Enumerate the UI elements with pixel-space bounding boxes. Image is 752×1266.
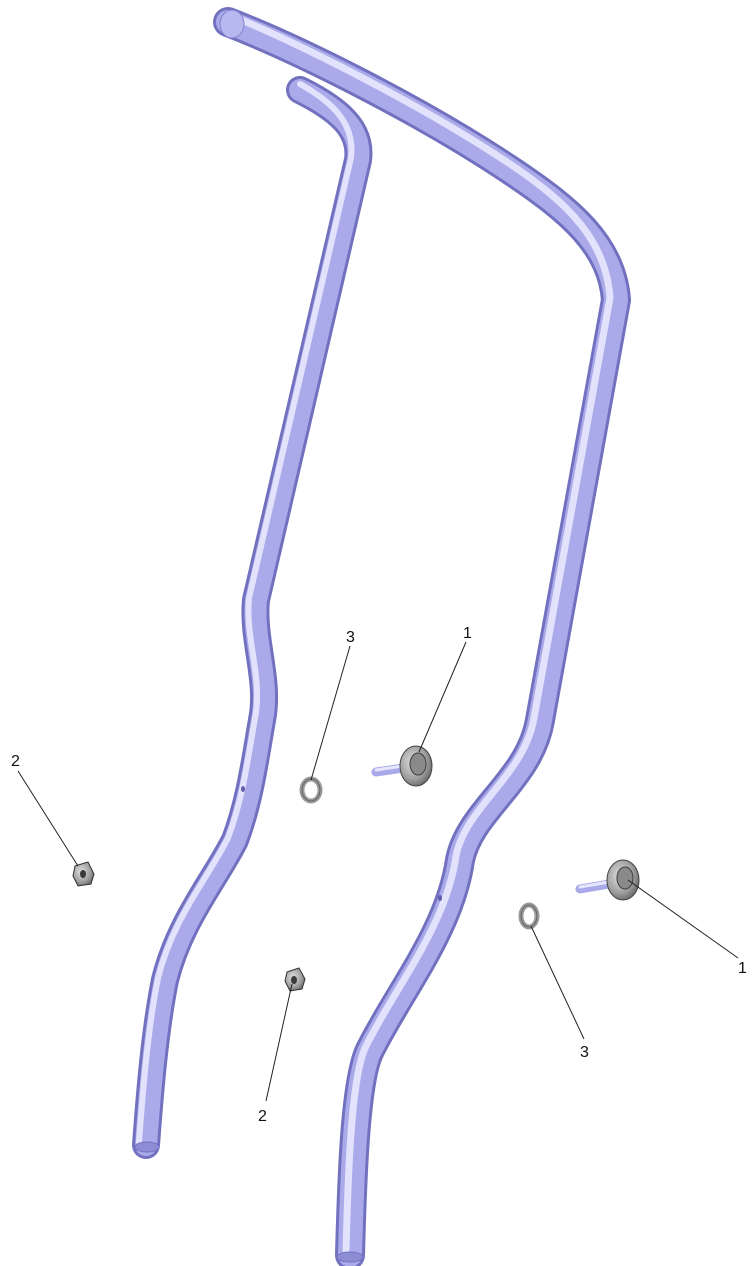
bolt-part-1b — [575, 859, 640, 901]
callout-2a: 2 — [11, 753, 20, 770]
right-tube-end — [336, 1251, 364, 1263]
callout-2b: 2 — [258, 1108, 267, 1125]
washer-part-3a — [299, 776, 323, 804]
right-tube-hole — [438, 895, 442, 901]
callout-1a: 1 — [463, 625, 472, 642]
leader-1a — [418, 641, 467, 753]
left-tube-end — [134, 1141, 160, 1153]
left-tube-hole — [241, 786, 245, 792]
leader-1b — [627, 879, 739, 959]
right-tube-highlight — [228, 12, 614, 1254]
leader-2a — [17, 770, 79, 867]
right-tube-body — [216, 10, 628, 1266]
callout-3b: 3 — [580, 1044, 589, 1061]
leader-3a — [310, 645, 351, 781]
nut-part-2b — [284, 967, 306, 992]
leader-3b — [530, 925, 585, 1040]
leader-2b — [265, 983, 293, 1102]
left-tube-body — [135, 79, 370, 1156]
washer-part-3b — [518, 902, 540, 930]
handle-tube — [132, 7, 631, 1266]
leader-lines — [17, 641, 739, 1102]
bolt-part-1a — [371, 745, 433, 787]
top-tube-end — [219, 9, 245, 39]
callout-3a: 3 — [346, 629, 355, 646]
nut-part-2a — [72, 861, 95, 887]
callout-1b: 1 — [738, 960, 747, 977]
